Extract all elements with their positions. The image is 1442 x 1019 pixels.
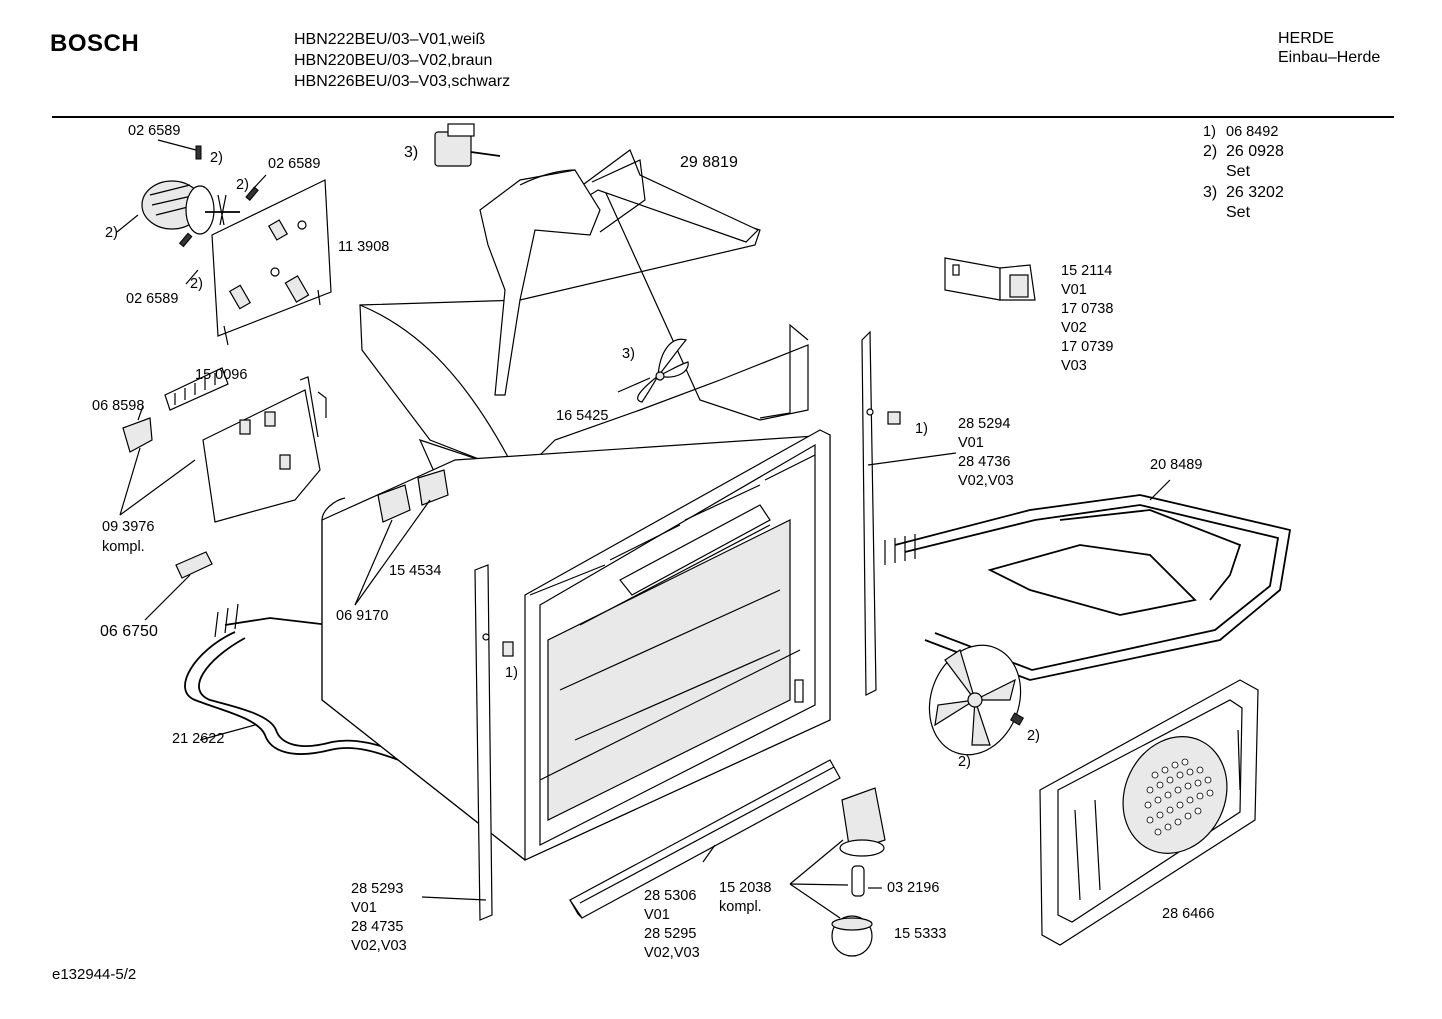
part-label: 06 9170 bbox=[336, 608, 389, 624]
part-label: 15 4534 bbox=[389, 563, 442, 579]
part-label: 28 5293 bbox=[351, 881, 404, 897]
oven-cavity bbox=[547, 519, 791, 821]
top-heater bbox=[884, 479, 1292, 681]
footnote-3-sub: Set bbox=[1226, 204, 1251, 221]
footnote-2-sub: Set bbox=[1226, 163, 1251, 180]
part-label: 09 3976 bbox=[102, 519, 155, 535]
part-label: 2) bbox=[958, 754, 971, 770]
clip-top bbox=[195, 145, 202, 160]
part-label: V02 bbox=[1061, 320, 1087, 336]
part-label: kompl. bbox=[102, 539, 145, 555]
part-label: V02,V03 bbox=[351, 938, 407, 954]
footnote-2-part: 26 0928 bbox=[1226, 143, 1284, 160]
part-label: 28 6466 bbox=[1162, 906, 1215, 922]
part-label: 28 5306 bbox=[644, 888, 697, 904]
part-label: 02 6589 bbox=[268, 156, 321, 172]
lamp-assembly bbox=[789, 787, 886, 957]
part-label: 1) bbox=[505, 665, 518, 681]
part-label: V02,V03 bbox=[644, 945, 700, 961]
part-label: 1) bbox=[915, 421, 928, 437]
part-label: 06 8598 bbox=[92, 398, 145, 414]
part-label: 28 5295 bbox=[644, 926, 697, 942]
part-label: 16 5425 bbox=[556, 408, 609, 424]
bottom-strip bbox=[569, 759, 841, 919]
small-fan-motor bbox=[434, 123, 501, 167]
left-door-profile bbox=[421, 564, 514, 921]
part-label: 02 6589 bbox=[126, 291, 179, 307]
fan-wheel-small bbox=[617, 338, 689, 403]
motor-bracket-assembly bbox=[116, 139, 332, 346]
clip-low bbox=[178, 232, 193, 248]
part-label: 2) bbox=[236, 177, 249, 193]
brand-logo: BOSCH bbox=[50, 30, 140, 57]
part-label: V01 bbox=[351, 900, 377, 916]
part-label: 2) bbox=[1027, 728, 1040, 744]
part-label: kompl. bbox=[719, 899, 762, 915]
part-label: 15 5333 bbox=[894, 926, 947, 942]
part-label: 2) bbox=[105, 225, 118, 241]
model-line-2: HBN220BEU/03–V02,braun bbox=[294, 52, 493, 69]
footnote-3-num: 3) bbox=[1203, 184, 1218, 201]
part-label: 21 2622 bbox=[172, 731, 225, 747]
hinge-bracket bbox=[944, 257, 1036, 301]
part-label: 20 8489 bbox=[1150, 457, 1203, 473]
model-line-3: HBN226BEU/03–V03,schwarz bbox=[294, 73, 511, 90]
part-label: 28 5294 bbox=[958, 416, 1011, 432]
fan-wheel-large bbox=[928, 644, 1025, 756]
bracket-plate bbox=[211, 179, 332, 337]
part-label: 2) bbox=[190, 276, 203, 292]
footnote-3-part: 26 3202 bbox=[1226, 184, 1284, 201]
drawing-id: e132944-5/2 bbox=[52, 966, 137, 983]
clip-mid bbox=[245, 186, 259, 201]
part-label: 28 4735 bbox=[351, 919, 404, 935]
part-label: V01 bbox=[644, 907, 670, 923]
part-label: 06 6750 bbox=[100, 623, 158, 640]
terminal-plate bbox=[202, 389, 321, 523]
part-label: 2) bbox=[210, 150, 223, 166]
part-label: 3) bbox=[404, 144, 419, 161]
part-label: 15 2114 bbox=[1061, 263, 1113, 279]
right-door-profile bbox=[861, 330, 957, 696]
thermostats bbox=[354, 469, 449, 606]
footnote-1-num: 1) bbox=[1203, 124, 1216, 140]
part-label: 17 0739 bbox=[1061, 339, 1114, 355]
part-label: 11 3908 bbox=[338, 239, 390, 255]
part-label: 29 8819 bbox=[680, 154, 738, 171]
part-label: V01 bbox=[958, 435, 984, 451]
part-label: 02 6589 bbox=[128, 123, 181, 139]
thermal-fuse bbox=[144, 551, 213, 621]
terminal-clip bbox=[122, 417, 153, 453]
footnote-1-part: 06 8492 bbox=[1226, 124, 1279, 140]
part-label: 15 2038 bbox=[719, 880, 772, 896]
footnote-2-num: 2) bbox=[1203, 143, 1218, 160]
part-label: 17 0738 bbox=[1061, 301, 1114, 317]
part-label: 15 0096 bbox=[195, 367, 248, 383]
terminal-block bbox=[164, 367, 229, 411]
part-label: 3) bbox=[622, 346, 635, 362]
model-line-1: HBN222BEU/03–V01,weiß bbox=[294, 31, 486, 48]
oven-housing bbox=[321, 429, 831, 861]
category-title: HERDE bbox=[1278, 30, 1335, 47]
part-label: 28 4736 bbox=[958, 454, 1011, 470]
part-label: V01 bbox=[1061, 282, 1087, 298]
terminal-block-group bbox=[119, 367, 327, 523]
fan-cover-plate bbox=[1039, 679, 1259, 946]
motor bbox=[141, 180, 240, 235]
category-subtitle: Einbau–Herde bbox=[1278, 49, 1381, 66]
part-label: V03 bbox=[1061, 358, 1087, 374]
part-label: 03 2196 bbox=[887, 880, 940, 896]
part-label: V02,V03 bbox=[958, 473, 1014, 489]
